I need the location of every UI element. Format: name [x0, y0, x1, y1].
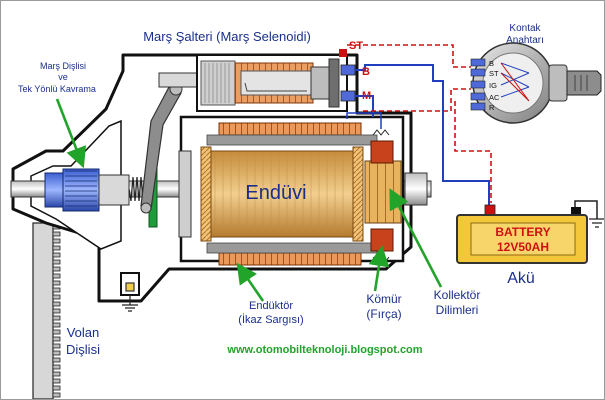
commutator-label-line2: Dilimleri — [436, 303, 479, 317]
brush-label-line2: (Fırça) — [366, 307, 401, 321]
terminal-b-stud — [340, 64, 356, 76]
ignition-key — [566, 70, 602, 96]
battery-rating: 12V50AH — [497, 240, 549, 254]
battery: BATTERY 12V50AH — [456, 204, 588, 264]
flywheel-label-line1: Volan — [67, 325, 100, 340]
field-coil-label-line2: (İkaz Sargısı) — [238, 313, 303, 326]
key-position-label: AC — [489, 93, 500, 102]
pinion-label-line2: ve — [58, 72, 68, 82]
armature-label: Endüvi — [245, 182, 306, 204]
website-url[interactable]: www.otomobilteknoloji.blogspot.com — [226, 344, 422, 356]
key-terminal — [470, 92, 486, 101]
key-switch-label-line1: Kontak — [509, 23, 541, 34]
key-terminal — [470, 80, 486, 89]
terminal-st-label: ST — [349, 40, 363, 52]
flywheel-label-line2: Dişlisi — [66, 342, 100, 357]
brush-label-line1: Kömür — [366, 292, 401, 306]
battery-brand: BATTERY — [495, 225, 550, 239]
key-terminal — [470, 102, 486, 111]
armature: Endüvi — [200, 146, 364, 242]
key-position-label: ST — [489, 69, 499, 78]
key-terminal — [470, 68, 486, 77]
terminal-m-stud — [340, 90, 356, 102]
ignition-switch: BST IG ACR — [470, 42, 602, 124]
field-coil-top — [218, 122, 362, 136]
key-position-label: B — [489, 59, 494, 68]
wiring — [346, 44, 604, 228]
key-position-label: R — [489, 103, 495, 112]
rear-bearing — [404, 172, 428, 206]
pointer-arrows — [55, 98, 443, 302]
pinion-label-line1: Marş Dişlisi — [40, 61, 86, 71]
battery-caption: Akü — [507, 270, 535, 287]
terminal-b-label: B — [362, 66, 370, 78]
shift-lever — [140, 72, 200, 214]
arrow-field-coil — [236, 262, 265, 302]
flywheel-gear — [32, 222, 61, 399]
arrow-brush — [368, 245, 390, 292]
solenoid — [196, 49, 356, 112]
battery-cable — [355, 64, 490, 209]
arrow-pinion — [55, 98, 87, 169]
key-switch-label-line2: Anahtarı — [506, 35, 544, 46]
brush-top — [370, 129, 394, 164]
commutator-label-line1: Kollektör — [434, 288, 481, 302]
pinion-label-line3: Tek Yönlü Kavrama — [18, 84, 96, 94]
terminal-st-stud — [339, 49, 347, 57]
commutator — [364, 160, 402, 224]
field-coil-bottom — [218, 252, 362, 266]
solenoid-title: Marş Şalteri (Marş Selenoidi) — [143, 29, 311, 44]
field-coil-label-line1: Endüktör — [249, 300, 293, 312]
ground-symbol-left — [122, 282, 138, 312]
key-terminal — [470, 58, 486, 67]
pinion-gear — [44, 168, 130, 212]
key-position-label: IG — [489, 81, 497, 90]
arrow-commutator — [389, 188, 443, 288]
terminal-m-label: M — [362, 90, 371, 102]
